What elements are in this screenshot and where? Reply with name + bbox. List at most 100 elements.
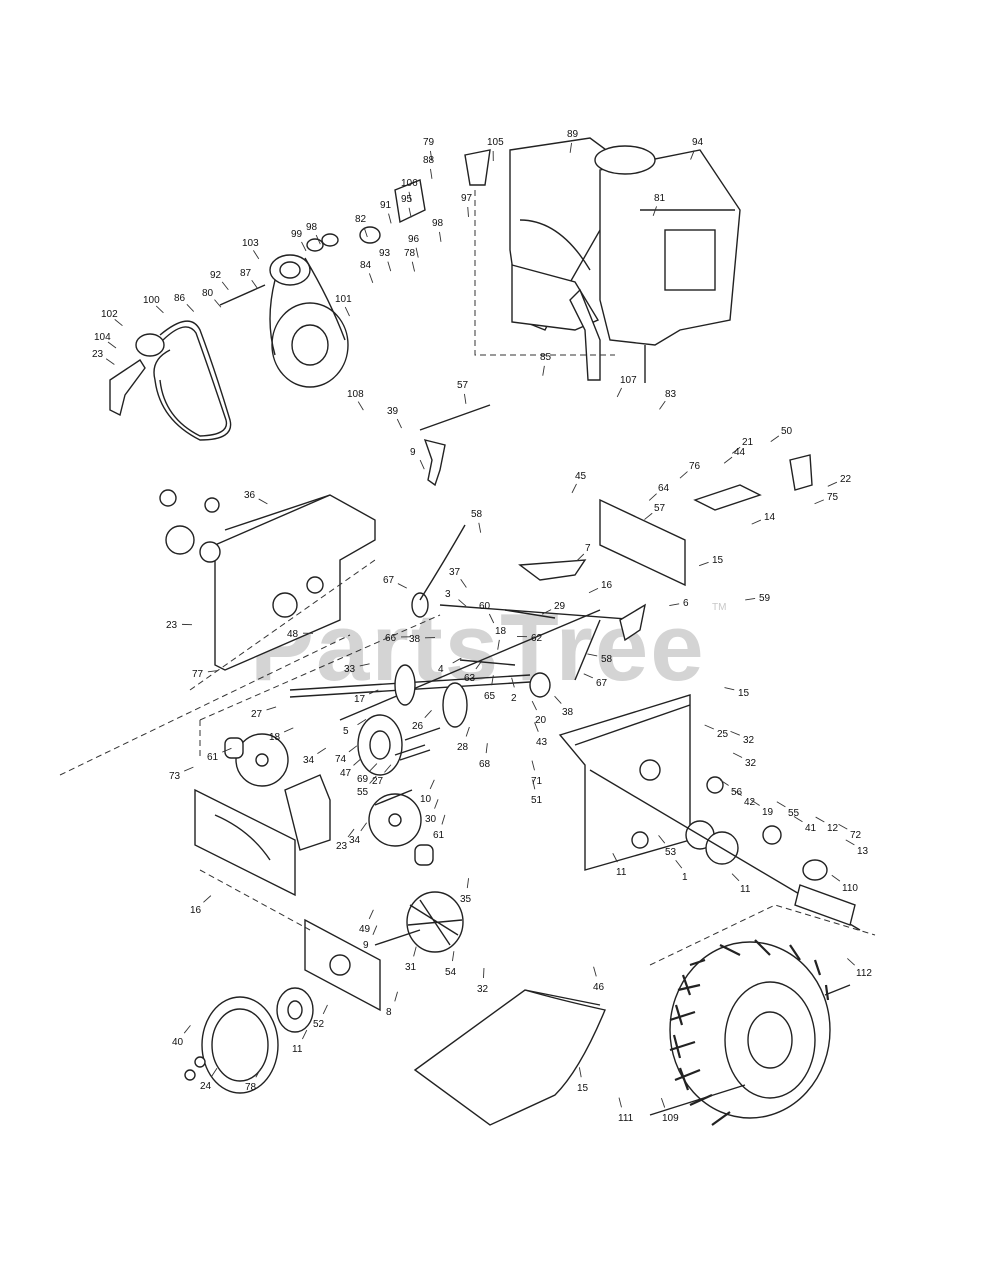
callout-106: 106 xyxy=(401,178,418,189)
callout-35: 35 xyxy=(460,894,472,905)
leader-line xyxy=(531,760,535,771)
leader-line xyxy=(669,603,680,606)
leader-line xyxy=(587,653,598,657)
leader-line xyxy=(369,775,377,784)
leader-line xyxy=(369,763,378,772)
leader-line xyxy=(155,305,164,314)
leader-line xyxy=(464,393,467,404)
leader-line xyxy=(114,319,123,327)
callout-58: 58 xyxy=(471,509,483,520)
callout-67: 67 xyxy=(383,575,395,586)
callout-74: 74 xyxy=(335,754,347,765)
callout-1: 1 xyxy=(682,872,688,883)
callout-43: 43 xyxy=(536,737,548,748)
leader-line xyxy=(368,689,379,695)
callout-69: 69 xyxy=(357,774,369,785)
leader-line xyxy=(542,365,545,376)
callout-15: 15 xyxy=(577,1083,589,1094)
leader-line xyxy=(618,1097,622,1108)
leader-line xyxy=(397,583,407,589)
leader-line xyxy=(105,358,115,365)
leader-line xyxy=(183,1025,191,1034)
callout-51: 51 xyxy=(531,795,543,806)
callout-79: 79 xyxy=(423,137,435,148)
leader-line xyxy=(723,456,733,464)
callout-95: 95 xyxy=(401,194,413,205)
leader-line xyxy=(344,306,350,317)
leader-line xyxy=(770,435,780,443)
callout-34: 34 xyxy=(303,755,315,766)
callout-31: 31 xyxy=(405,962,417,973)
callout-102: 102 xyxy=(101,309,118,320)
center-shafts xyxy=(199,524,646,776)
callout-45: 45 xyxy=(575,471,587,482)
leader-line xyxy=(571,483,577,494)
callout-39: 39 xyxy=(387,406,399,417)
callout-87: 87 xyxy=(240,268,252,279)
leader-line xyxy=(497,639,500,650)
callout-18: 18 xyxy=(269,732,281,743)
callout-103: 103 xyxy=(242,238,259,249)
callout-98: 98 xyxy=(306,222,318,233)
callout-22: 22 xyxy=(840,474,852,485)
callout-36: 36 xyxy=(244,490,256,501)
callout-66: 66 xyxy=(385,633,397,644)
callout-52: 52 xyxy=(313,1019,325,1030)
callout-88: 88 xyxy=(423,155,435,166)
leader-line xyxy=(322,1004,328,1015)
leader-line xyxy=(419,459,425,470)
callout-112: 112 xyxy=(856,968,872,979)
callout-8: 8 xyxy=(386,1007,392,1018)
callout-77: 77 xyxy=(192,669,204,680)
leader-line xyxy=(186,303,195,312)
shroud xyxy=(413,989,606,1126)
leader-line xyxy=(532,779,536,790)
bracket-assembly xyxy=(599,454,813,587)
leader-line xyxy=(485,743,488,754)
leader-line xyxy=(576,553,585,562)
leader-line xyxy=(554,695,562,704)
leader-line xyxy=(731,446,741,454)
leader-line xyxy=(266,706,277,711)
callout-32: 32 xyxy=(745,758,757,769)
callout-76: 76 xyxy=(689,461,701,472)
callout-89: 89 xyxy=(567,129,579,140)
callout-72: 72 xyxy=(850,830,862,841)
leader-line xyxy=(221,281,229,291)
callout-44: 44 xyxy=(734,447,746,458)
leader-line xyxy=(478,522,482,533)
leader-line xyxy=(475,660,483,670)
leader-line xyxy=(258,498,268,505)
leader-line xyxy=(679,471,688,479)
callout-55: 55 xyxy=(357,787,369,798)
callout-110: 110 xyxy=(842,883,858,894)
leader-line xyxy=(301,1029,308,1040)
callout-50: 50 xyxy=(781,426,793,437)
leader-line xyxy=(814,499,824,505)
leader-line xyxy=(583,673,594,679)
watermark-tm: TM xyxy=(712,602,726,613)
callout-11: 11 xyxy=(740,884,751,895)
callout-32: 32 xyxy=(477,984,489,995)
callout-57: 57 xyxy=(654,503,666,514)
leader-line xyxy=(452,657,462,664)
callout-78: 78 xyxy=(404,248,416,259)
leader-line xyxy=(408,191,412,202)
callout-34: 34 xyxy=(349,835,361,846)
callout-68: 68 xyxy=(479,759,491,770)
leader-line xyxy=(720,779,729,786)
leader-line xyxy=(203,895,212,903)
right-housing xyxy=(558,694,861,931)
lower-pulley xyxy=(184,987,314,1094)
callout-67: 67 xyxy=(596,678,608,689)
callout-99: 99 xyxy=(291,229,303,240)
leader-line xyxy=(214,299,222,308)
callout-32: 32 xyxy=(743,735,755,746)
callout-59: 59 xyxy=(759,593,771,604)
callout-27: 27 xyxy=(372,776,384,787)
callout-3: 3 xyxy=(445,589,451,600)
leader-line xyxy=(612,853,618,863)
callout-15: 15 xyxy=(712,555,724,566)
leader-line xyxy=(724,687,735,691)
leader-line xyxy=(491,675,494,686)
